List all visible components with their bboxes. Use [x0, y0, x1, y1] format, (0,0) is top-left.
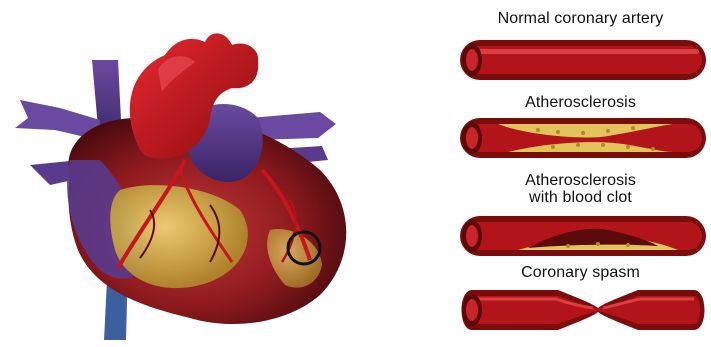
artery-normal — [458, 36, 708, 84]
artery-comparison-panel: Normal coronary artery Atherosclerosis — [450, 0, 711, 347]
artery-label-spasm: Coronary spasm — [450, 264, 711, 281]
artery-label-clot: Atherosclerosis with blood clot — [450, 172, 711, 206]
artery-atherosclerosis — [458, 114, 708, 162]
artery-label-normal: Normal coronary artery — [450, 10, 711, 27]
artery-clot — [458, 212, 708, 260]
artery-label-clot-text: Atherosclerosis with blood clot — [450, 172, 711, 206]
artery-spasm — [458, 286, 708, 334]
heart-illustration — [0, 0, 400, 347]
artery-label-atherosclerosis: Atherosclerosis — [450, 94, 711, 111]
